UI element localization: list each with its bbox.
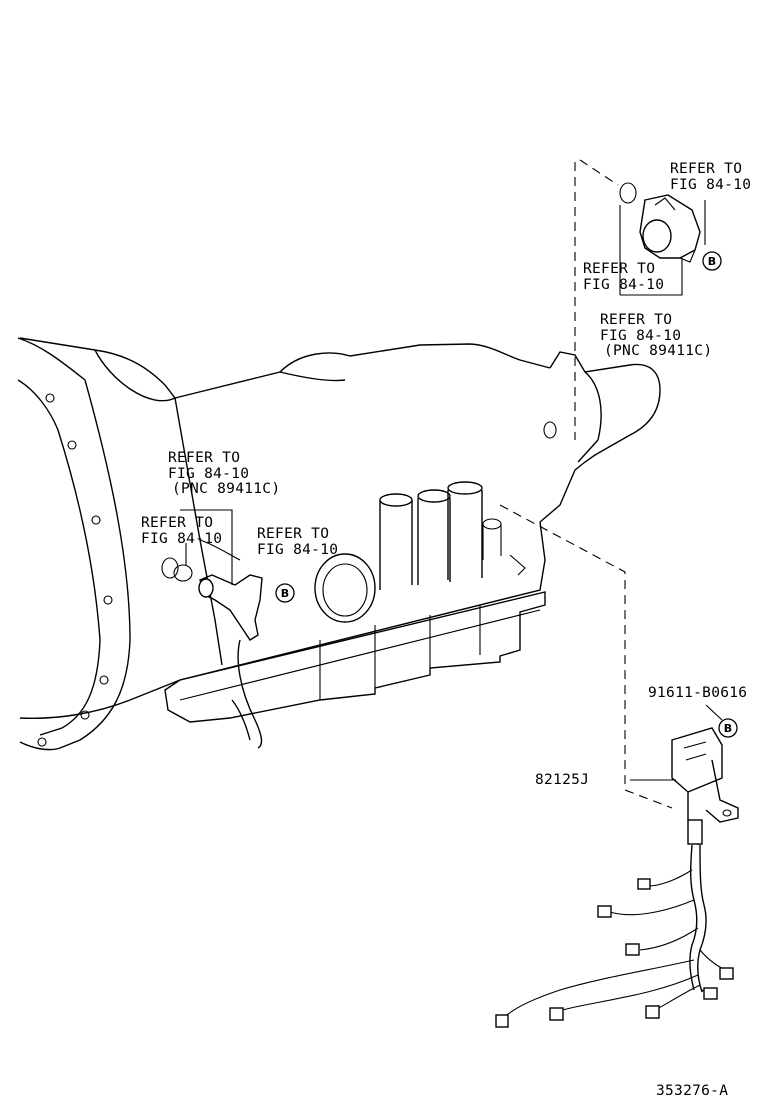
marker-b-lower: B [718, 718, 738, 738]
label-refer-pnc-left: REFER TO FIG 84-10 (PNC 89411C) [168, 450, 280, 497]
marker-b-left: B [275, 583, 295, 603]
part-number-bolt: 91611-B0616 [648, 685, 747, 701]
left-sensor [173, 564, 263, 749]
label-refer-mid-right: REFER TO FIG 84-10 [583, 261, 664, 293]
label-line: FIG 84-10 [600, 328, 681, 344]
label-line: REFER TO [583, 261, 655, 277]
label-line: REFER TO [168, 450, 240, 466]
dashed-lines [499, 159, 673, 809]
label-line: FIG 84-10 [168, 466, 249, 482]
label-refer-left: REFER TO FIG 84-10 [141, 515, 222, 547]
marker-b-lower-text: B [724, 722, 732, 735]
label-line: REFER TO [670, 161, 742, 177]
part-number-harness: 82125J [535, 772, 589, 788]
label-line: FIG 84-10 [257, 542, 338, 558]
figure-id: 353276-A [656, 1083, 728, 1099]
marker-b-left-text: B [281, 587, 289, 600]
marker-b-top-text: B [708, 255, 716, 268]
label-line: FIG 84-10 [670, 177, 751, 193]
upper-sensor [619, 182, 701, 263]
leader-lines [180, 200, 706, 781]
transmission-housing [17, 337, 661, 751]
label-line: FIG 84-10 [141, 531, 222, 547]
label-refer-top-right: REFER TO FIG 84-10 [670, 161, 751, 193]
label-line: REFER TO [600, 312, 672, 328]
wire-harness [495, 727, 739, 1028]
marker-b-top: B [702, 251, 722, 271]
label-line: REFER TO [141, 515, 213, 531]
label-refer-center: REFER TO FIG 84-10 [257, 526, 338, 558]
label-line: REFER TO [257, 526, 329, 542]
label-line: FIG 84-10 [583, 277, 664, 293]
label-refer-pnc-right: REFER TO FIG 84-10 (PNC 89411C) [600, 312, 712, 359]
label-line: (PNC 89411C) [604, 343, 712, 359]
label-line: (PNC 89411C) [172, 481, 280, 497]
